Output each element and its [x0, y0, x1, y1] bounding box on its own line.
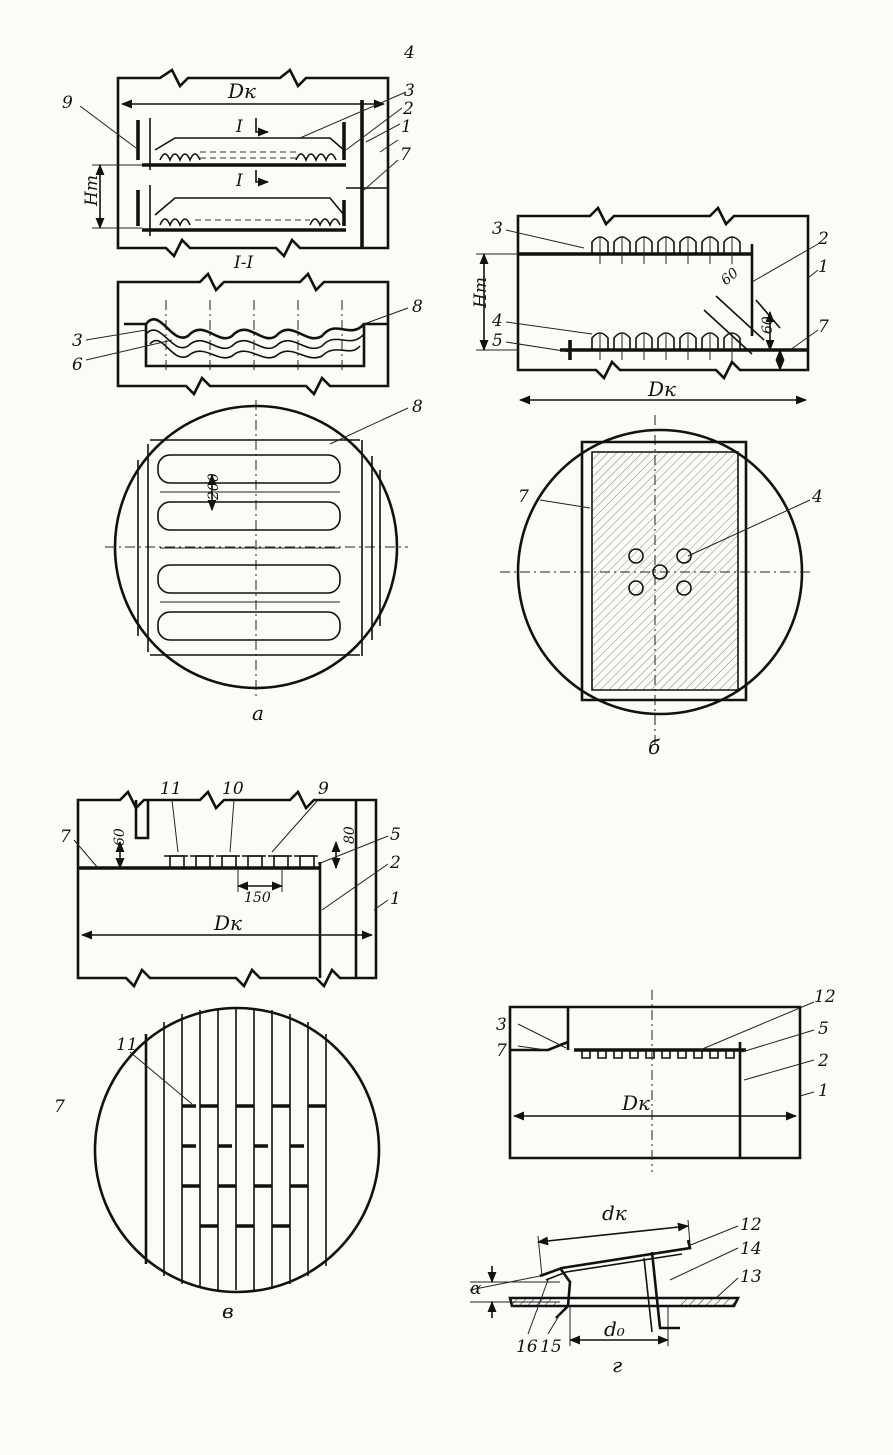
figure-v-diameter-label: Dк	[213, 911, 242, 935]
figure-b-dim-60-vertical: 60	[760, 316, 776, 334]
figure-v-dim-150: 150	[244, 890, 271, 906]
figure-a-pitch-label: 200	[206, 473, 222, 501]
figure-a-diameter-label: Dк	[227, 79, 256, 103]
figure-g-diameter-label: Dк	[621, 1091, 650, 1115]
figure-b-spacing-label: Hт	[471, 277, 491, 309]
figure-a-section-title: I-I	[233, 253, 253, 273]
figure-g-callout-12b: 12	[740, 1215, 762, 1235]
figure-b-callout-7b: 7	[518, 487, 529, 507]
figure-v-dim-60: 60	[112, 828, 128, 846]
figure-v-callout-1: 1	[390, 889, 401, 909]
figure-g-angle-label: α	[470, 1279, 482, 1299]
figure-a-callout-8b: 8	[412, 397, 423, 417]
figure-b-diameter-label: Dк	[647, 377, 676, 401]
figure-v-callout-11: 11	[160, 779, 182, 799]
figure-a-plan-view	[105, 400, 408, 700]
figure-a: Dк I I Hт 9 4 3 2 1 7 I-I 3 6 8	[62, 43, 423, 725]
figure-a-callout-6: 6	[72, 355, 83, 375]
figure-g-callout-5: 5	[818, 1019, 829, 1039]
figure-g-section-view	[510, 990, 814, 1172]
figure-v-callout-7b: 7	[54, 1097, 65, 1117]
figure-b-callout-3: 3	[492, 219, 503, 239]
figure-b-callout-2: 2	[817, 229, 829, 249]
figure-v-callout-7: 7	[60, 827, 71, 847]
figure-v: 11 10 9 7 5 2 1 60 80 150 Dк	[54, 779, 401, 1323]
figure-b-callout-5: 5	[492, 331, 503, 351]
figure-b-callout-1: 1	[818, 257, 829, 277]
figure-g-do-label: d₀	[604, 1317, 625, 1341]
figure-v-callout-5: 5	[390, 825, 401, 845]
figure-a-caption: а	[252, 701, 264, 725]
figure-b-callout-4b: 4	[811, 487, 823, 507]
figure-v-dim-80: 80	[342, 826, 358, 844]
figure-b-dim-60-diagonal: 60	[718, 265, 742, 289]
figure-v-callout-10: 10	[222, 779, 244, 799]
figure-b-callout-7: 7	[818, 317, 829, 337]
figure-b-valves-bottom	[506, 230, 818, 360]
figure-a-callout-2: 2	[402, 99, 414, 119]
figure-v-callout-2: 2	[389, 853, 401, 873]
figure-b: 3 2 1 4 5 7 Hт 60 60 Dк 7 4 б	[471, 208, 829, 759]
figure-a-spacing-label: Hт	[82, 175, 102, 207]
figure-b-plan-view	[500, 415, 810, 745]
figure-g-callout-16: 16	[516, 1337, 538, 1357]
figure-a-callout-4: 4	[403, 43, 415, 63]
figure-g-callout-12: 12	[814, 987, 836, 1007]
figure-v-callout-11b: 11	[116, 1035, 138, 1055]
figure-v-callout-9: 9	[318, 779, 329, 799]
figure-a-callout-3b: 3	[72, 331, 83, 351]
figure-g-callout-7: 7	[496, 1041, 507, 1061]
figure-g-callout-2: 2	[817, 1051, 829, 1071]
figure-a-callout-7: 7	[400, 145, 411, 165]
figure-a-section-mark-top: I	[235, 117, 243, 137]
figure-g-callout-15: 15	[540, 1337, 562, 1357]
figure-a-section-mark-bottom: I	[235, 171, 243, 191]
figure-g-callout-13: 13	[740, 1267, 762, 1287]
figure-v-caption: в	[222, 1299, 234, 1323]
figure-b-callout-4: 4	[491, 311, 503, 331]
figure-g: 3 7 12 5 2 1 Dк	[470, 987, 836, 1377]
figure-a-callout-1: 1	[401, 117, 412, 137]
figure-a-callout-8: 8	[412, 297, 423, 317]
figure-g-callout-14: 14	[740, 1239, 762, 1259]
figure-a-callout-3: 3	[404, 81, 415, 101]
figure-v-section-view	[74, 792, 388, 986]
figure-g-caption: г	[612, 1353, 622, 1377]
figure-b-caption: б	[648, 735, 661, 759]
figure-a-callout-9: 9	[62, 93, 73, 113]
figure-g-callout-3: 3	[496, 1015, 507, 1035]
figure-a-cross-section	[86, 274, 408, 394]
figure-g-dk-label: dк	[602, 1201, 627, 1225]
figure-g-callout-1: 1	[818, 1081, 829, 1101]
figure-b-valves-top	[592, 236, 740, 264]
